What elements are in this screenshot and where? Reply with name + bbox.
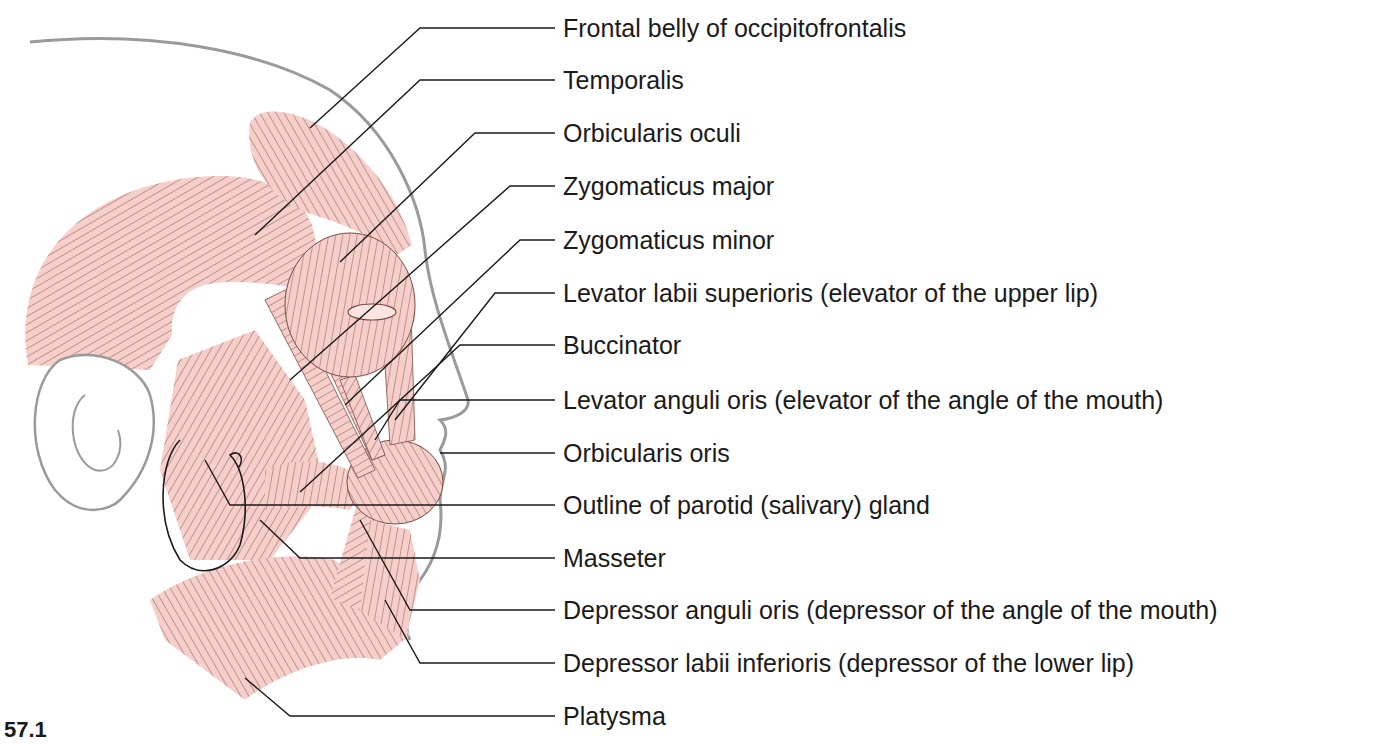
muscle-label: Depressor labii inferioris (depressor of… xyxy=(563,648,1134,678)
muscle-label: Zygomaticus major xyxy=(563,171,774,201)
muscle-label: Orbicularis oculi xyxy=(563,118,741,148)
leader-line xyxy=(310,28,555,128)
muscle-label: Levator anguli oris (elevator of the ang… xyxy=(563,385,1163,415)
leader-line xyxy=(260,520,555,558)
muscle-label: Temporalis xyxy=(563,65,684,95)
ear-inner xyxy=(73,395,121,471)
leader-line xyxy=(375,400,555,440)
muscle-label: Outline of parotid (salivary) gland xyxy=(563,490,930,520)
leader-line xyxy=(255,80,555,235)
leader-line xyxy=(245,678,555,716)
depressor-labii-muscle xyxy=(360,520,420,640)
muscle-label: Masseter xyxy=(563,543,666,573)
orbicularis-oculi-muscle xyxy=(285,233,415,377)
leader-line xyxy=(290,186,555,380)
muscle-label: Levator labii superioris (elevator of th… xyxy=(563,278,1098,308)
leader-line xyxy=(345,240,555,405)
muscle-label: Buccinator xyxy=(563,330,681,360)
leader-line xyxy=(385,600,555,663)
muscle-label: Depressor anguli oris (depressor of the … xyxy=(563,595,1218,625)
muscle-label: Frontal belly of occipitofrontalis xyxy=(563,13,906,43)
muscle-label: Platysma xyxy=(563,701,666,731)
eye-opening xyxy=(348,304,396,320)
leader-line xyxy=(205,460,555,505)
figure-number: 57.1 xyxy=(4,715,47,744)
leader-line xyxy=(340,133,555,262)
leader-line xyxy=(300,345,555,492)
muscle-label: Orbicularis oris xyxy=(563,438,730,468)
ear-outline xyxy=(35,355,154,510)
leader-line xyxy=(395,293,555,420)
temporalis-muscle xyxy=(25,176,330,370)
leader-lines xyxy=(205,28,555,716)
muscle-label: Zygomaticus minor xyxy=(563,225,774,255)
leader-line xyxy=(360,520,555,610)
leader-line xyxy=(440,452,555,453)
